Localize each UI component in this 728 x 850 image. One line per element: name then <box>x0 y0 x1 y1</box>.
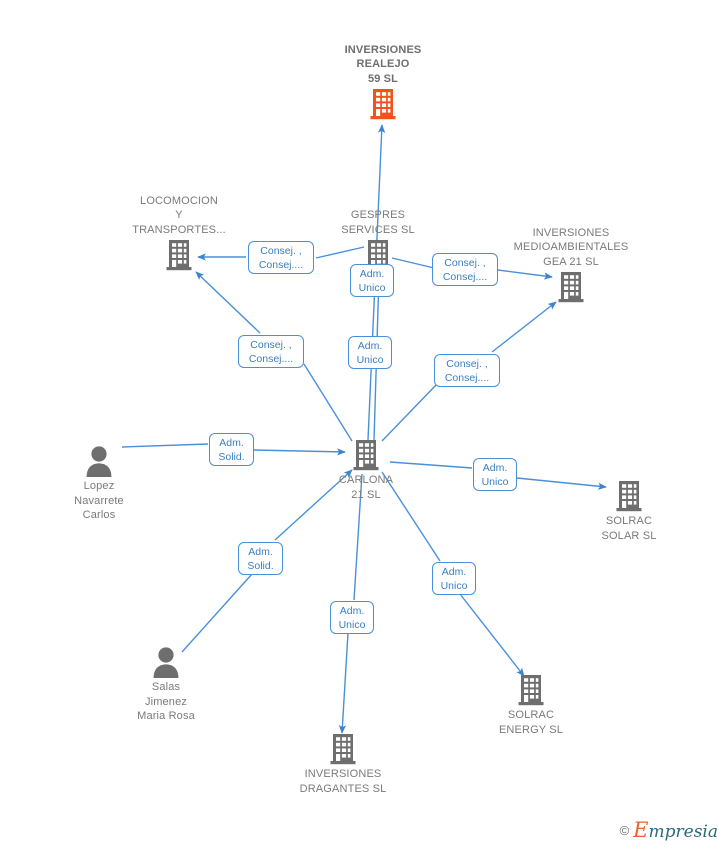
node-label: INVERSIONES MEDIOAMBIENTALES GEA 21 SL <box>513 226 629 268</box>
building-icon <box>273 733 413 765</box>
node-label: SOLRAC SOLAR SL <box>601 515 657 542</box>
edge-line <box>491 301 557 353</box>
relation-chip-carlona-dragantes[interactable]: Adm. Unico <box>330 601 374 634</box>
relation-chip-lopez-carlona[interactable]: Adm. Solid. <box>209 433 254 466</box>
edge-line <box>338 632 349 734</box>
edge-line <box>497 269 553 280</box>
building-icon <box>296 439 436 471</box>
relation-chip-gespres-gea21[interactable]: Consej. , Consej.... <box>432 253 498 286</box>
relation-chip-carlona-gespres2[interactable]: Adm. Unico <box>348 336 392 369</box>
graph-node-gea21[interactable]: INVERSIONES MEDIOAMBIENTALES GEA 21 SL <box>501 226 641 304</box>
graph-node-gespres[interactable]: GESPRES SERVICES SL <box>308 208 448 271</box>
edge-line <box>459 593 525 677</box>
building-icon <box>501 271 641 303</box>
relation-chip-carlona-gea21[interactable]: Consej. , Consej.... <box>434 354 500 387</box>
relation-chip-carlona-gespres[interactable]: Adm. Unico <box>350 264 394 297</box>
graph-node-locomocion[interactable]: LOCOMOCION Y TRANSPORTES... <box>109 194 249 272</box>
watermark-brand: Empresia <box>633 818 718 842</box>
node-label: SOLRAC ENERGY SL <box>498 709 564 736</box>
edge-lines <box>121 124 607 734</box>
relation-chip-carlona-solracene[interactable]: Adm. Unico <box>432 562 476 595</box>
node-label: LOCOMOCION Y TRANSPORTES... <box>132 194 226 236</box>
edge-line <box>381 384 437 442</box>
graph-node-realejo[interactable]: INVERSIONES REALEJO 59 SL <box>313 43 453 121</box>
edge-line <box>381 471 441 562</box>
edge-line <box>274 469 353 541</box>
relation-chip-salas-carlona[interactable]: Adm. Solid. <box>238 542 283 575</box>
relation-chip-carlona-solracsol[interactable]: Adm. Unico <box>473 458 517 491</box>
watermark-brand-initial: E <box>633 818 649 842</box>
graph-node-solracene[interactable]: SOLRAC ENERGY SL <box>461 674 601 737</box>
person-icon <box>96 646 236 678</box>
edge-line <box>315 246 365 259</box>
relation-chip-gespres-locomocion[interactable]: Consej. , Consej.... <box>248 241 314 274</box>
edge-line <box>253 448 346 456</box>
relation-chip-carlona-locomocion[interactable]: Consej. , Consej.... <box>238 335 304 368</box>
node-label: INVERSIONES REALEJO 59 SL <box>344 43 422 85</box>
graph-node-dragantes[interactable]: INVERSIONES DRAGANTES SL <box>273 733 413 796</box>
empresia-watermark: © Empresia <box>620 818 718 842</box>
graph-node-solracsol[interactable]: SOLRAC SOLAR SL <box>559 480 699 543</box>
node-label: Salas Jimenez Maria Rosa <box>137 681 195 722</box>
edge-line <box>181 573 253 653</box>
graph-node-salas[interactable]: Salas Jimenez Maria Rosa <box>96 646 236 724</box>
node-label: GESPRES SERVICES SL <box>341 209 415 236</box>
watermark-brand-rest: mpresia <box>648 822 719 842</box>
node-label: CARLONA 21 SL <box>338 474 394 501</box>
graph-node-lopez[interactable]: Lopez Navarrete Carlos <box>29 445 169 523</box>
building-icon <box>313 88 453 120</box>
building-icon <box>559 480 699 512</box>
building-icon <box>109 239 249 271</box>
edge-line <box>516 477 607 490</box>
edge-line <box>353 473 363 601</box>
edge-line <box>391 257 435 269</box>
person-icon <box>29 445 169 477</box>
edge-line <box>389 461 473 469</box>
edge-line <box>303 363 353 442</box>
building-icon <box>461 674 601 706</box>
copyright-icon: © <box>619 822 630 838</box>
edge-line <box>195 271 261 334</box>
node-label: Lopez Navarrete Carlos <box>74 480 124 521</box>
edge-line <box>121 443 209 448</box>
node-label: INVERSIONES DRAGANTES SL <box>299 768 387 795</box>
graph-node-carlona[interactable]: CARLONA 21 SL <box>296 439 436 502</box>
